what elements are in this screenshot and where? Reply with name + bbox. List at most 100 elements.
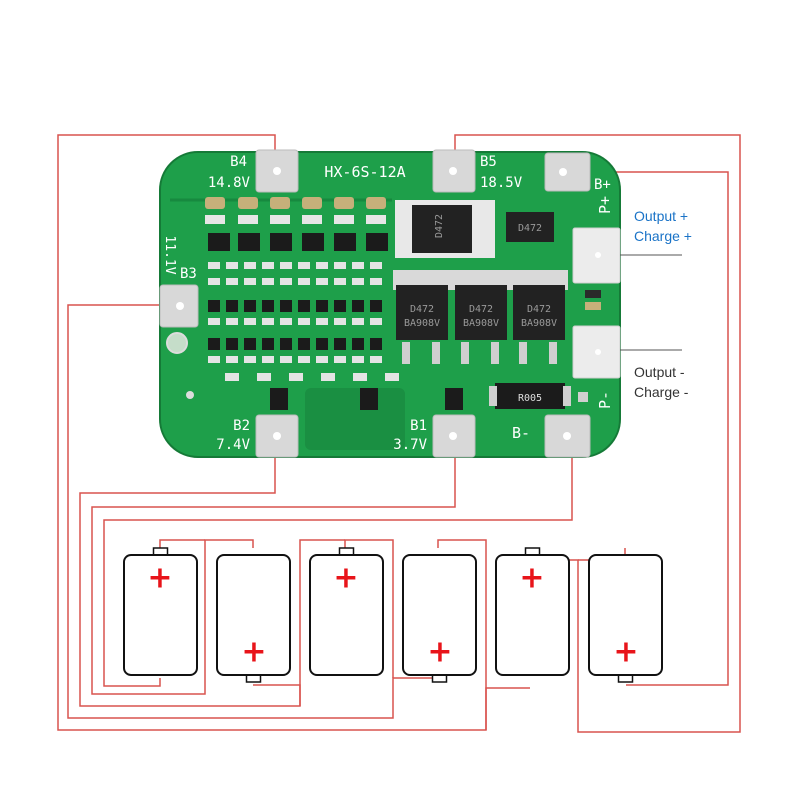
pad-bminus-name: B- — [512, 424, 530, 442]
battery-terminal — [152, 547, 169, 556]
smd-component — [262, 262, 274, 269]
smd-component — [262, 318, 274, 325]
mosfet-2-mark-2: BA908V — [463, 318, 499, 329]
smd-component — [352, 278, 364, 285]
smd-component — [298, 262, 310, 269]
smd-component — [208, 300, 220, 312]
battery-cell: + — [495, 547, 570, 676]
battery-plus-symbol: + — [519, 561, 544, 596]
smd-component — [352, 338, 364, 350]
battery-plus-symbol: + — [333, 561, 358, 596]
mosfet-1 — [396, 285, 448, 340]
battery-cell: + — [402, 554, 477, 683]
mosfet-3-mark-2: BA908V — [521, 318, 557, 329]
pads — [159, 149, 621, 458]
smd-component — [370, 262, 382, 269]
smd-component — [334, 356, 346, 363]
smd-component — [298, 278, 310, 285]
smd-component — [298, 356, 310, 363]
battery-body — [588, 554, 663, 676]
smd-component — [352, 262, 364, 269]
battery-body — [123, 554, 198, 676]
smd-component — [316, 300, 328, 312]
smd-component — [316, 278, 328, 285]
pad-bplus — [544, 152, 591, 192]
smd-transistor — [445, 388, 463, 410]
smd-component — [352, 356, 364, 363]
wire-b2-b — [299, 539, 345, 706]
smd-component — [316, 318, 328, 325]
smd-component-grid — [208, 262, 463, 410]
top-mosfet — [412, 205, 472, 253]
smd-component — [280, 278, 292, 285]
smd-component — [226, 278, 238, 285]
smd-component — [225, 373, 239, 381]
output-plus-line1: Output + — [634, 208, 689, 224]
pad-pminus-name: P- — [596, 391, 614, 409]
shunt-resistor — [495, 383, 565, 409]
smd-component — [244, 356, 256, 363]
mosfet-3 — [513, 285, 565, 340]
pad-b3-name: B3 — [180, 266, 197, 282]
mounting-hole — [166, 332, 188, 354]
battery-body — [309, 554, 384, 676]
smd-component — [316, 338, 328, 350]
smd-component — [334, 338, 346, 350]
smd-component — [334, 278, 346, 285]
output-plus-label: Output + Charge + — [634, 206, 692, 246]
wire-b4-top — [437, 539, 487, 730]
battery-plus-symbol: + — [613, 635, 638, 670]
pad-b1-name: B1 — [410, 418, 427, 434]
output-minus-label: Output - Charge - — [634, 362, 688, 402]
smd-component — [353, 373, 367, 381]
smd-component — [298, 300, 310, 312]
mosfet-3-mark-1: D472 — [527, 304, 551, 315]
smd-component — [280, 356, 292, 363]
pad-b2-voltage: 7.4V — [216, 437, 250, 453]
smd-component — [370, 278, 382, 285]
pad-b3-voltage: 11.1V — [162, 235, 177, 274]
smd-component — [370, 356, 382, 363]
mosfet-1-mark-2: BA908V — [404, 318, 440, 329]
output-minus-line2: Charge - — [634, 384, 689, 400]
smd-component — [208, 338, 220, 350]
pad-b4-voltage: 14.8V — [208, 175, 251, 191]
smd-component — [316, 262, 328, 269]
smd-component — [244, 318, 256, 325]
smd-component — [334, 300, 346, 312]
battery-terminal — [338, 547, 355, 556]
smd-component — [244, 278, 256, 285]
smd-transistor — [360, 388, 378, 410]
pad-bplus-name: B+ — [594, 177, 611, 193]
mosfet-2 — [455, 285, 507, 340]
smd-component — [226, 356, 238, 363]
smd-component — [298, 338, 310, 350]
battery-body — [402, 554, 477, 676]
battery-cell: + — [123, 547, 198, 676]
mosfet-2-mark-1: D472 — [469, 304, 493, 315]
top-mosfet-label: D472 — [434, 214, 445, 238]
smd-component — [370, 338, 382, 350]
battery-terminal — [617, 674, 634, 683]
pad-b1-voltage: 3.7V — [393, 437, 427, 453]
smd-component — [226, 318, 238, 325]
pcb-trace-area — [305, 388, 405, 450]
pad-pplus-name: P+ — [596, 196, 614, 214]
smd-component — [262, 356, 274, 363]
smd-component — [352, 318, 364, 325]
smd-component — [298, 318, 310, 325]
smd-component — [280, 262, 292, 269]
battery-cell: + — [588, 554, 663, 683]
smd-component — [321, 373, 335, 381]
small-mosfet-label: D472 — [518, 223, 542, 234]
smd-component — [385, 373, 399, 381]
smd-component — [280, 318, 292, 325]
smd-transistor — [270, 388, 288, 410]
battery-plus-symbol: + — [241, 635, 266, 670]
smd-component — [208, 278, 220, 285]
smd-component — [334, 262, 346, 269]
smd-component — [226, 338, 238, 350]
battery-cell: + — [309, 547, 384, 676]
